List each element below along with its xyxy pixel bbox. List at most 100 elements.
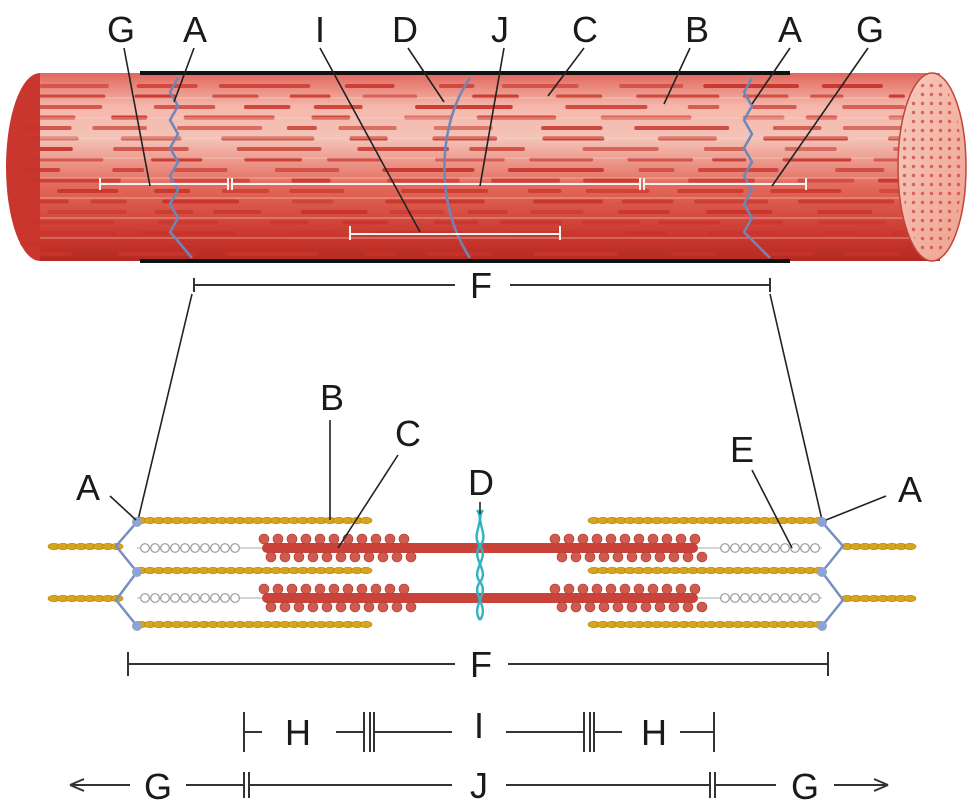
myosin-head [591,583,603,595]
myofibril-band [891,231,905,235]
myofibril-band [625,241,669,246]
myosin-head [321,551,333,563]
myofibril-band [344,84,395,88]
myofibril-band [627,157,694,162]
myofibril-band [530,210,584,214]
top-label-b: B [685,9,709,50]
myosin-head [668,601,680,613]
myofibril-band [821,231,859,235]
myosin-head [405,551,417,563]
myosin-head [293,551,305,563]
myofibril-band [414,105,513,109]
myosin-head [286,583,298,595]
myosin-head [377,551,389,563]
myofibril-band [703,147,746,151]
myofibril-band [56,189,119,193]
titin-coil [150,543,160,553]
top-label-d: D [392,9,418,50]
bottom-f-bracket: F [127,644,829,685]
myofibril-band [382,168,475,172]
myofibril-band [213,210,262,214]
myosin-head [605,533,617,545]
myosin-head [335,551,347,563]
bottom-label-c: C [395,413,421,454]
myosin-head [549,583,561,595]
myofibril-band [47,210,127,214]
myofibril-band [617,210,670,214]
myosin-head [563,533,575,545]
top-label-j: J [491,9,509,50]
z-disc-left [168,77,193,259]
myofibril-band [784,147,837,151]
titin-coil [790,593,800,603]
myofibril-band [118,252,197,256]
titin-coil [770,543,780,553]
myofibril-band [37,147,73,151]
myofibril-band [111,115,148,120]
myosin-head [682,551,694,563]
titin-coil [740,593,750,603]
myosin-head [258,583,270,595]
myofibril-band [782,157,852,162]
myofibril-band [435,157,505,162]
myosin-head [556,601,568,613]
titin-coil [790,543,800,553]
myosin-head [598,551,610,563]
titin-coil [190,543,200,553]
bottom-labels: A B C D E A [76,377,922,510]
myosin-head [335,601,347,613]
myosin-head [279,601,291,613]
myosin-head [612,551,624,563]
titin-coil [180,593,190,603]
myosin-head [654,601,666,613]
myofibril-band [433,220,479,225]
m-line-curve [443,77,472,259]
myofibril-band [726,241,758,246]
myosin-head [584,551,596,563]
actin-bead [903,542,917,550]
titin-coil [200,593,210,603]
titin-coil [760,593,770,603]
myofibril-band [467,210,508,214]
myofibril-band [39,252,72,256]
actin-bead [359,566,373,574]
myofibril-band [533,252,618,256]
myofibril-band [38,199,69,204]
myofibril-band [120,136,182,141]
myofibril-band [697,168,779,172]
titin-coil [140,543,150,553]
titin-coil [730,593,740,603]
myosin-head [591,533,603,545]
myofibril-band [342,220,389,225]
myosin-head [633,533,645,545]
myofibril-band [500,220,562,225]
myosin-head [342,583,354,595]
myosin-head [321,601,333,613]
myosin-head [314,533,326,545]
myosin-head [328,583,340,595]
myofibril-dividers [40,97,920,239]
myofibril-band [447,241,479,246]
myofibril-band [712,157,747,162]
myofibril-band [762,252,813,256]
myosin-head [370,583,382,595]
myofibril-band [173,168,228,172]
myofibril-band [585,189,650,193]
myosin-head [668,551,680,563]
titin-coil [810,593,820,603]
myosin-head [577,533,589,545]
myofibril-band [176,126,263,130]
myofibril-band [385,199,485,204]
myofibril-band [37,105,103,109]
myosin-head [314,583,326,595]
bottom-label-f: F [470,644,492,685]
myofibril-band [36,94,106,99]
myosin-head [349,551,361,563]
myofibril-band [27,136,79,141]
myofibril-band [619,84,684,88]
top-f-bracket: F [193,265,771,306]
myofibril-band [137,231,236,235]
myosin-head [675,533,687,545]
myofibril-band [291,199,334,204]
